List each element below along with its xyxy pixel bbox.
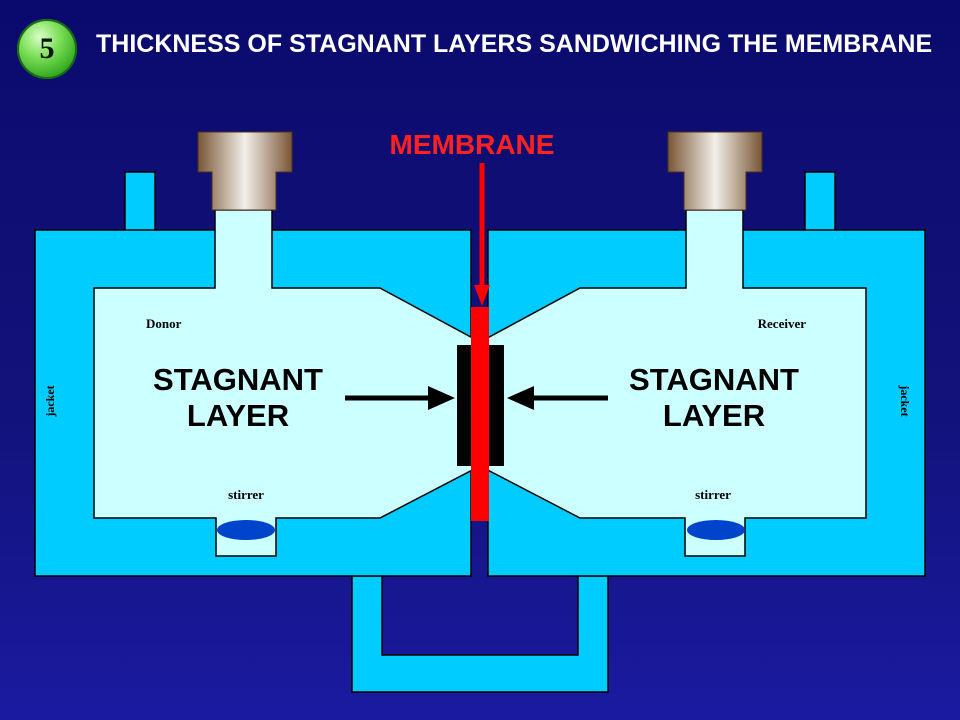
left-layer-arrow-head [428, 386, 455, 410]
left-jacket-outlet [124, 171, 156, 235]
left-stagnant-label-line1: STAGNANT [153, 362, 323, 397]
membrane-label: MEMBRANE [390, 129, 555, 160]
slide-number: 5 [39, 32, 55, 65]
receiver-label: Receiver [758, 316, 807, 331]
slide-title: THICKNESS OF STAGNANT LAYERS SANDWICHING… [96, 30, 933, 58]
right-jacket-outlet [804, 171, 836, 235]
jacket-connector-tube [351, 575, 609, 693]
right-layer-arrow-head [507, 386, 534, 410]
donor-chamber [93, 209, 481, 557]
right-stagnant-label-line2: LAYER [663, 398, 765, 433]
receiver-cap [667, 131, 763, 211]
membrane-pointer-head [474, 285, 490, 306]
receiver-stirrer-bar [687, 520, 745, 540]
right-jacket-label: jacket [898, 384, 912, 416]
slide-number-badge: 5 [17, 19, 77, 79]
receiver-stirrer-label: stirrer [695, 487, 731, 502]
left-stagnant-label-line2: LAYER [187, 398, 289, 433]
donor-cap [197, 131, 293, 211]
membrane [471, 307, 489, 521]
donor-stirrer-bar [217, 520, 275, 540]
right-stagnant-label-line1: STAGNANT [629, 362, 799, 397]
receiver-chamber [479, 209, 867, 557]
donor-stirrer-label: stirrer [228, 487, 264, 502]
donor-label: Donor [146, 316, 182, 331]
left-jacket-label: jacket [43, 385, 57, 417]
